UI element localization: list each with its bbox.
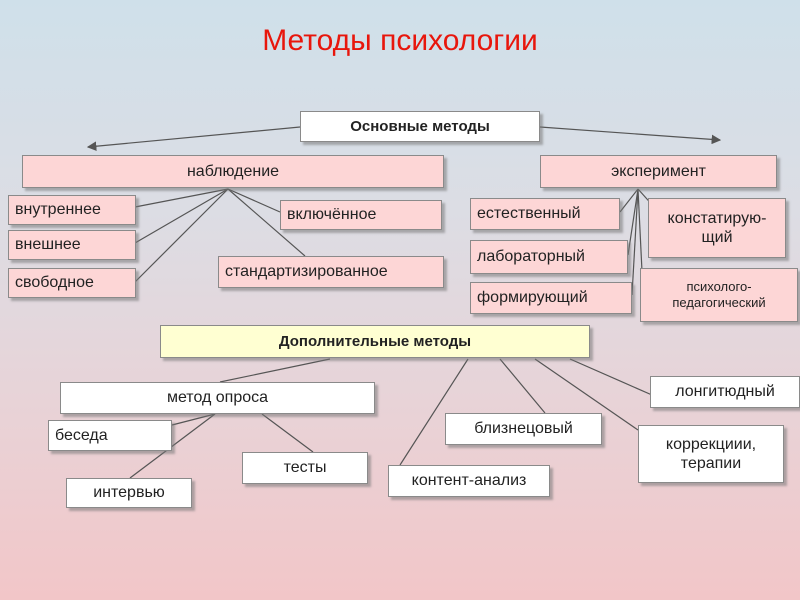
basic-methods-box: Основные методы <box>300 111 540 142</box>
additional-methods-box: Дополнительные методы <box>160 325 590 358</box>
experiment-item-laboratory: лабораторный <box>470 240 628 274</box>
survey-box: метод опроса <box>60 382 375 414</box>
additional-item-longitudinal: лонгитюдный <box>650 376 800 408</box>
survey-item-conversation: беседа <box>48 420 172 451</box>
observation-item-internal: внутреннее <box>8 195 136 225</box>
experiment-box: эксперимент <box>540 155 777 188</box>
experiment-item-ascertaining: констатирую-щий <box>648 198 786 258</box>
experiment-item-psych-pedagogical: психолого-педагогический <box>640 268 798 322</box>
observation-item-included: включённое <box>280 200 442 230</box>
observation-item-free: свободное <box>8 268 136 298</box>
page-title: Методы психологии <box>262 24 538 57</box>
observation-box: наблюдение <box>22 155 444 188</box>
observation-item-standardized: стандартизированное <box>218 256 444 288</box>
experiment-item-natural: естественный <box>470 198 620 230</box>
observation-item-external: внешнее <box>8 230 136 260</box>
additional-item-twin: близнецовый <box>445 413 602 445</box>
additional-item-content-analysis: контент-анализ <box>388 465 550 497</box>
experiment-item-forming: формирующий <box>470 282 632 314</box>
survey-item-tests: тесты <box>242 452 368 484</box>
survey-item-interview: интервью <box>66 478 192 508</box>
additional-item-correction-therapy: коррекциии, терапии <box>638 425 784 483</box>
